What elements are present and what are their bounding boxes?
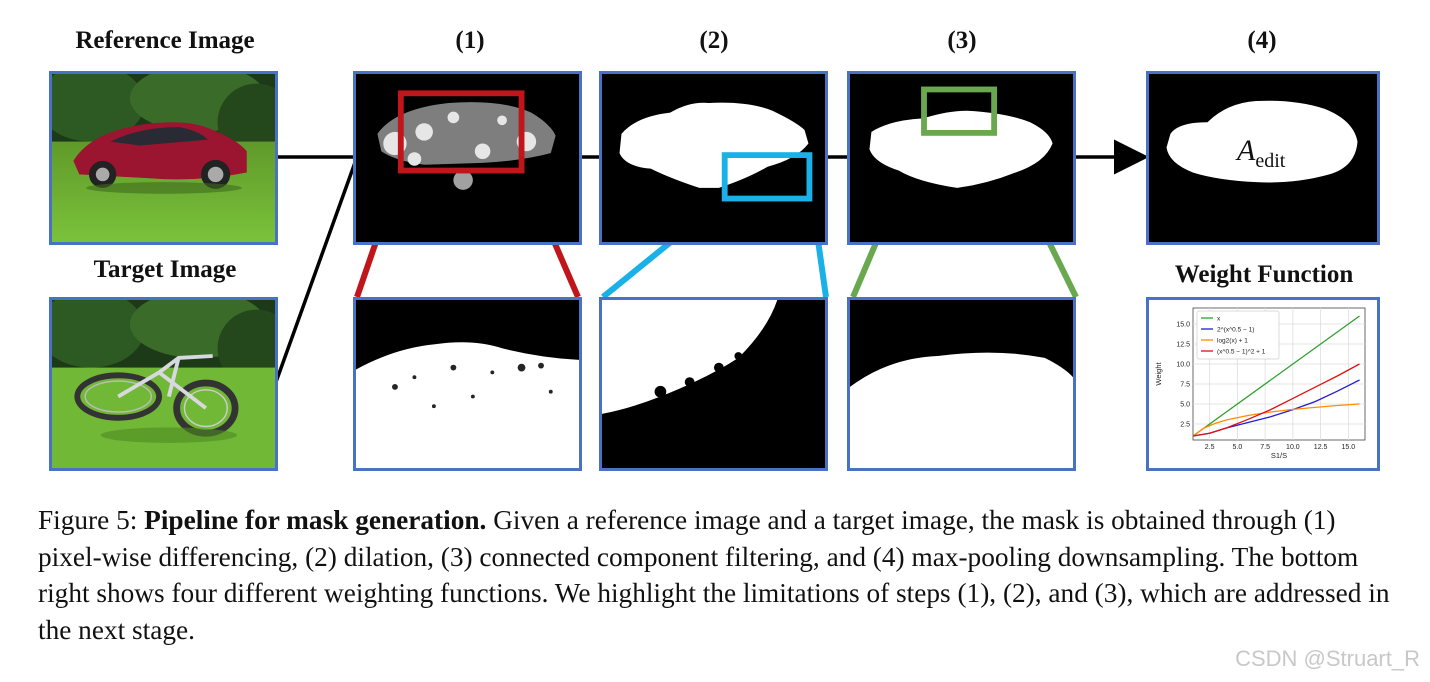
series-line-0 [1192, 315, 1360, 437]
target-bike-photo [52, 300, 275, 468]
y-tick-label: 10.0 [1176, 362, 1190, 369]
x-axis-label: S1/S [1271, 451, 1287, 460]
a-edit-label: Aedit [1237, 134, 1286, 172]
y-tick-label: 7.5 [1180, 382, 1190, 389]
target-image-panel [49, 297, 278, 471]
y-tick-label: 15.0 [1176, 322, 1190, 329]
x-tick-label: 15.0 [1342, 444, 1356, 451]
step3-title: (3) [947, 27, 977, 54]
caption-bold: Pipeline for mask generation. [144, 505, 487, 535]
zoom1-detail [356, 342, 579, 468]
y-tick-label: 5.0 [1180, 402, 1190, 409]
zoom2-detail [602, 300, 778, 414]
step4-title: (4) [1247, 27, 1277, 54]
reference-image-panel [49, 71, 278, 245]
y-tick-label: 12.5 [1176, 342, 1190, 349]
step4-downsampled-mask [1166, 100, 1358, 183]
series-line-3 [1192, 363, 1360, 437]
y-tick-label: 2.5 [1180, 422, 1190, 429]
legend-entry-0: x [1217, 316, 1221, 323]
reference-car-photo [52, 74, 275, 242]
x-tick-label: 12.5 [1314, 444, 1328, 451]
x-tick-label: 10.0 [1286, 444, 1300, 451]
caption-text: Given a reference image and a target ima… [38, 505, 1390, 645]
target-image-title: Target Image [93, 256, 237, 283]
zoom1-panel [353, 297, 582, 471]
weight-function-panel: 2.5 5.0 7.5 10.0 12.5 15.0 2.5 5.0 7.5 10.0 12.5 15… [1146, 297, 1380, 471]
step1-mask-panel [353, 71, 582, 245]
step3-highlight-box [921, 86, 998, 136]
legend-entry-2: log2(x) + 1 [1217, 338, 1248, 345]
step2-mask-panel [599, 71, 828, 245]
zoom2-panel [599, 297, 828, 471]
step3-filtered-mask [869, 86, 1053, 188]
y-axis-label: Weight [1154, 361, 1163, 385]
step1-diff-mask [377, 90, 556, 190]
step1-highlight-box [397, 90, 525, 174]
target-to-step1-line [274, 156, 359, 383]
weight-function-title: Weight Function [1174, 261, 1354, 288]
zoom3-panel [847, 297, 1076, 471]
figure-caption: Figure 5: Pipeline for mask generation. … [38, 502, 1398, 648]
x-tick-label: 7.5 [1260, 444, 1270, 451]
x-tick-label: 2.5 [1205, 444, 1215, 451]
step4-mask-panel: Aedit [1146, 71, 1380, 245]
legend-entry-1: 2^(x^0.5 − 1) [1217, 327, 1254, 334]
reference-image-title: Reference Image [75, 27, 255, 54]
x-tick-label: 5.0 [1233, 444, 1243, 451]
zoom3-detail [850, 352, 1073, 468]
watermark: CSDN @Struart_R [1235, 646, 1420, 671]
legend-entry-3: (x^0.5 − 1)^2 + 1 [1217, 349, 1266, 356]
weight-function-chart: 2.5 5.0 7.5 10.0 12.5 15.0 2.5 5.0 7.5 10.0 12.5 15… [1154, 307, 1366, 460]
step2-dilated-mask [619, 102, 813, 202]
caption-label: Figure 5: [38, 505, 138, 535]
step2-highlight-box [721, 152, 813, 202]
step1-title: (1) [455, 27, 485, 54]
step2-title: (2) [699, 27, 729, 54]
step3-mask-panel [847, 71, 1076, 245]
legend-box [1196, 310, 1280, 360]
